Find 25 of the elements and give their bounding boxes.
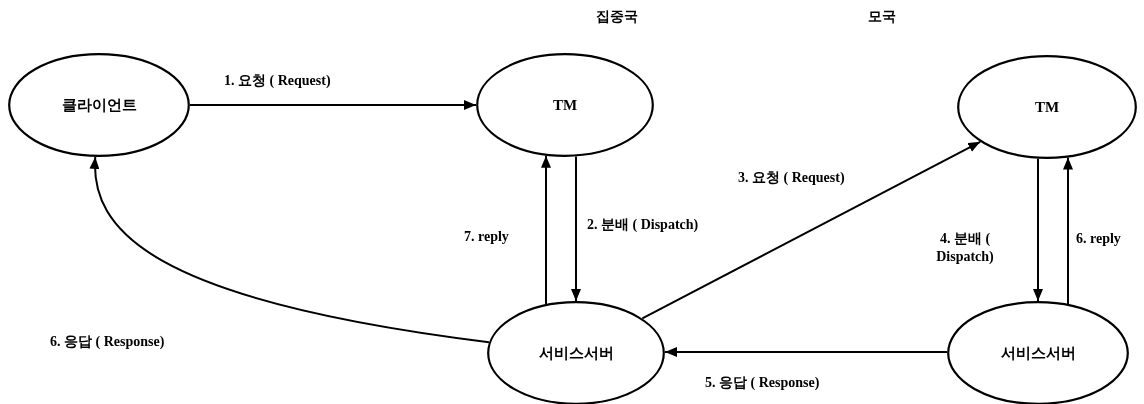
column-heading: 집중국	[596, 8, 638, 26]
arrow	[541, 154, 551, 306]
edge-label: 6. reply	[1074, 230, 1123, 248]
ellipse-node	[8, 53, 190, 157]
column-heading: 모국	[868, 8, 896, 26]
arrow	[664, 347, 948, 357]
ellipse-node	[476, 53, 654, 157]
node-label: 클라이언트	[61, 95, 137, 115]
edge-label: 5. 응답 ( Response)	[703, 374, 822, 392]
arrow	[1033, 157, 1043, 302]
node-label: 서비스서버	[538, 343, 614, 363]
edge-label: 2. 분배 ( Dispatch)	[585, 216, 701, 234]
ellipse-node	[957, 55, 1137, 159]
edge-label: 6. 응답 ( Response)	[48, 333, 167, 351]
arrow	[1063, 156, 1073, 305]
node-label: TM	[1034, 98, 1060, 116]
arrow	[571, 155, 581, 302]
arrow	[90, 155, 490, 344]
edge-label: 1. 요청 ( Request)	[222, 72, 333, 90]
edge-label: 7. reply	[462, 228, 511, 246]
arrow	[189, 100, 477, 110]
node-label: 서비스서버	[1000, 343, 1076, 363]
node-label: TM	[552, 96, 578, 114]
arrow	[641, 140, 982, 320]
edge-label: 3. 요청 ( Request)	[736, 169, 847, 187]
